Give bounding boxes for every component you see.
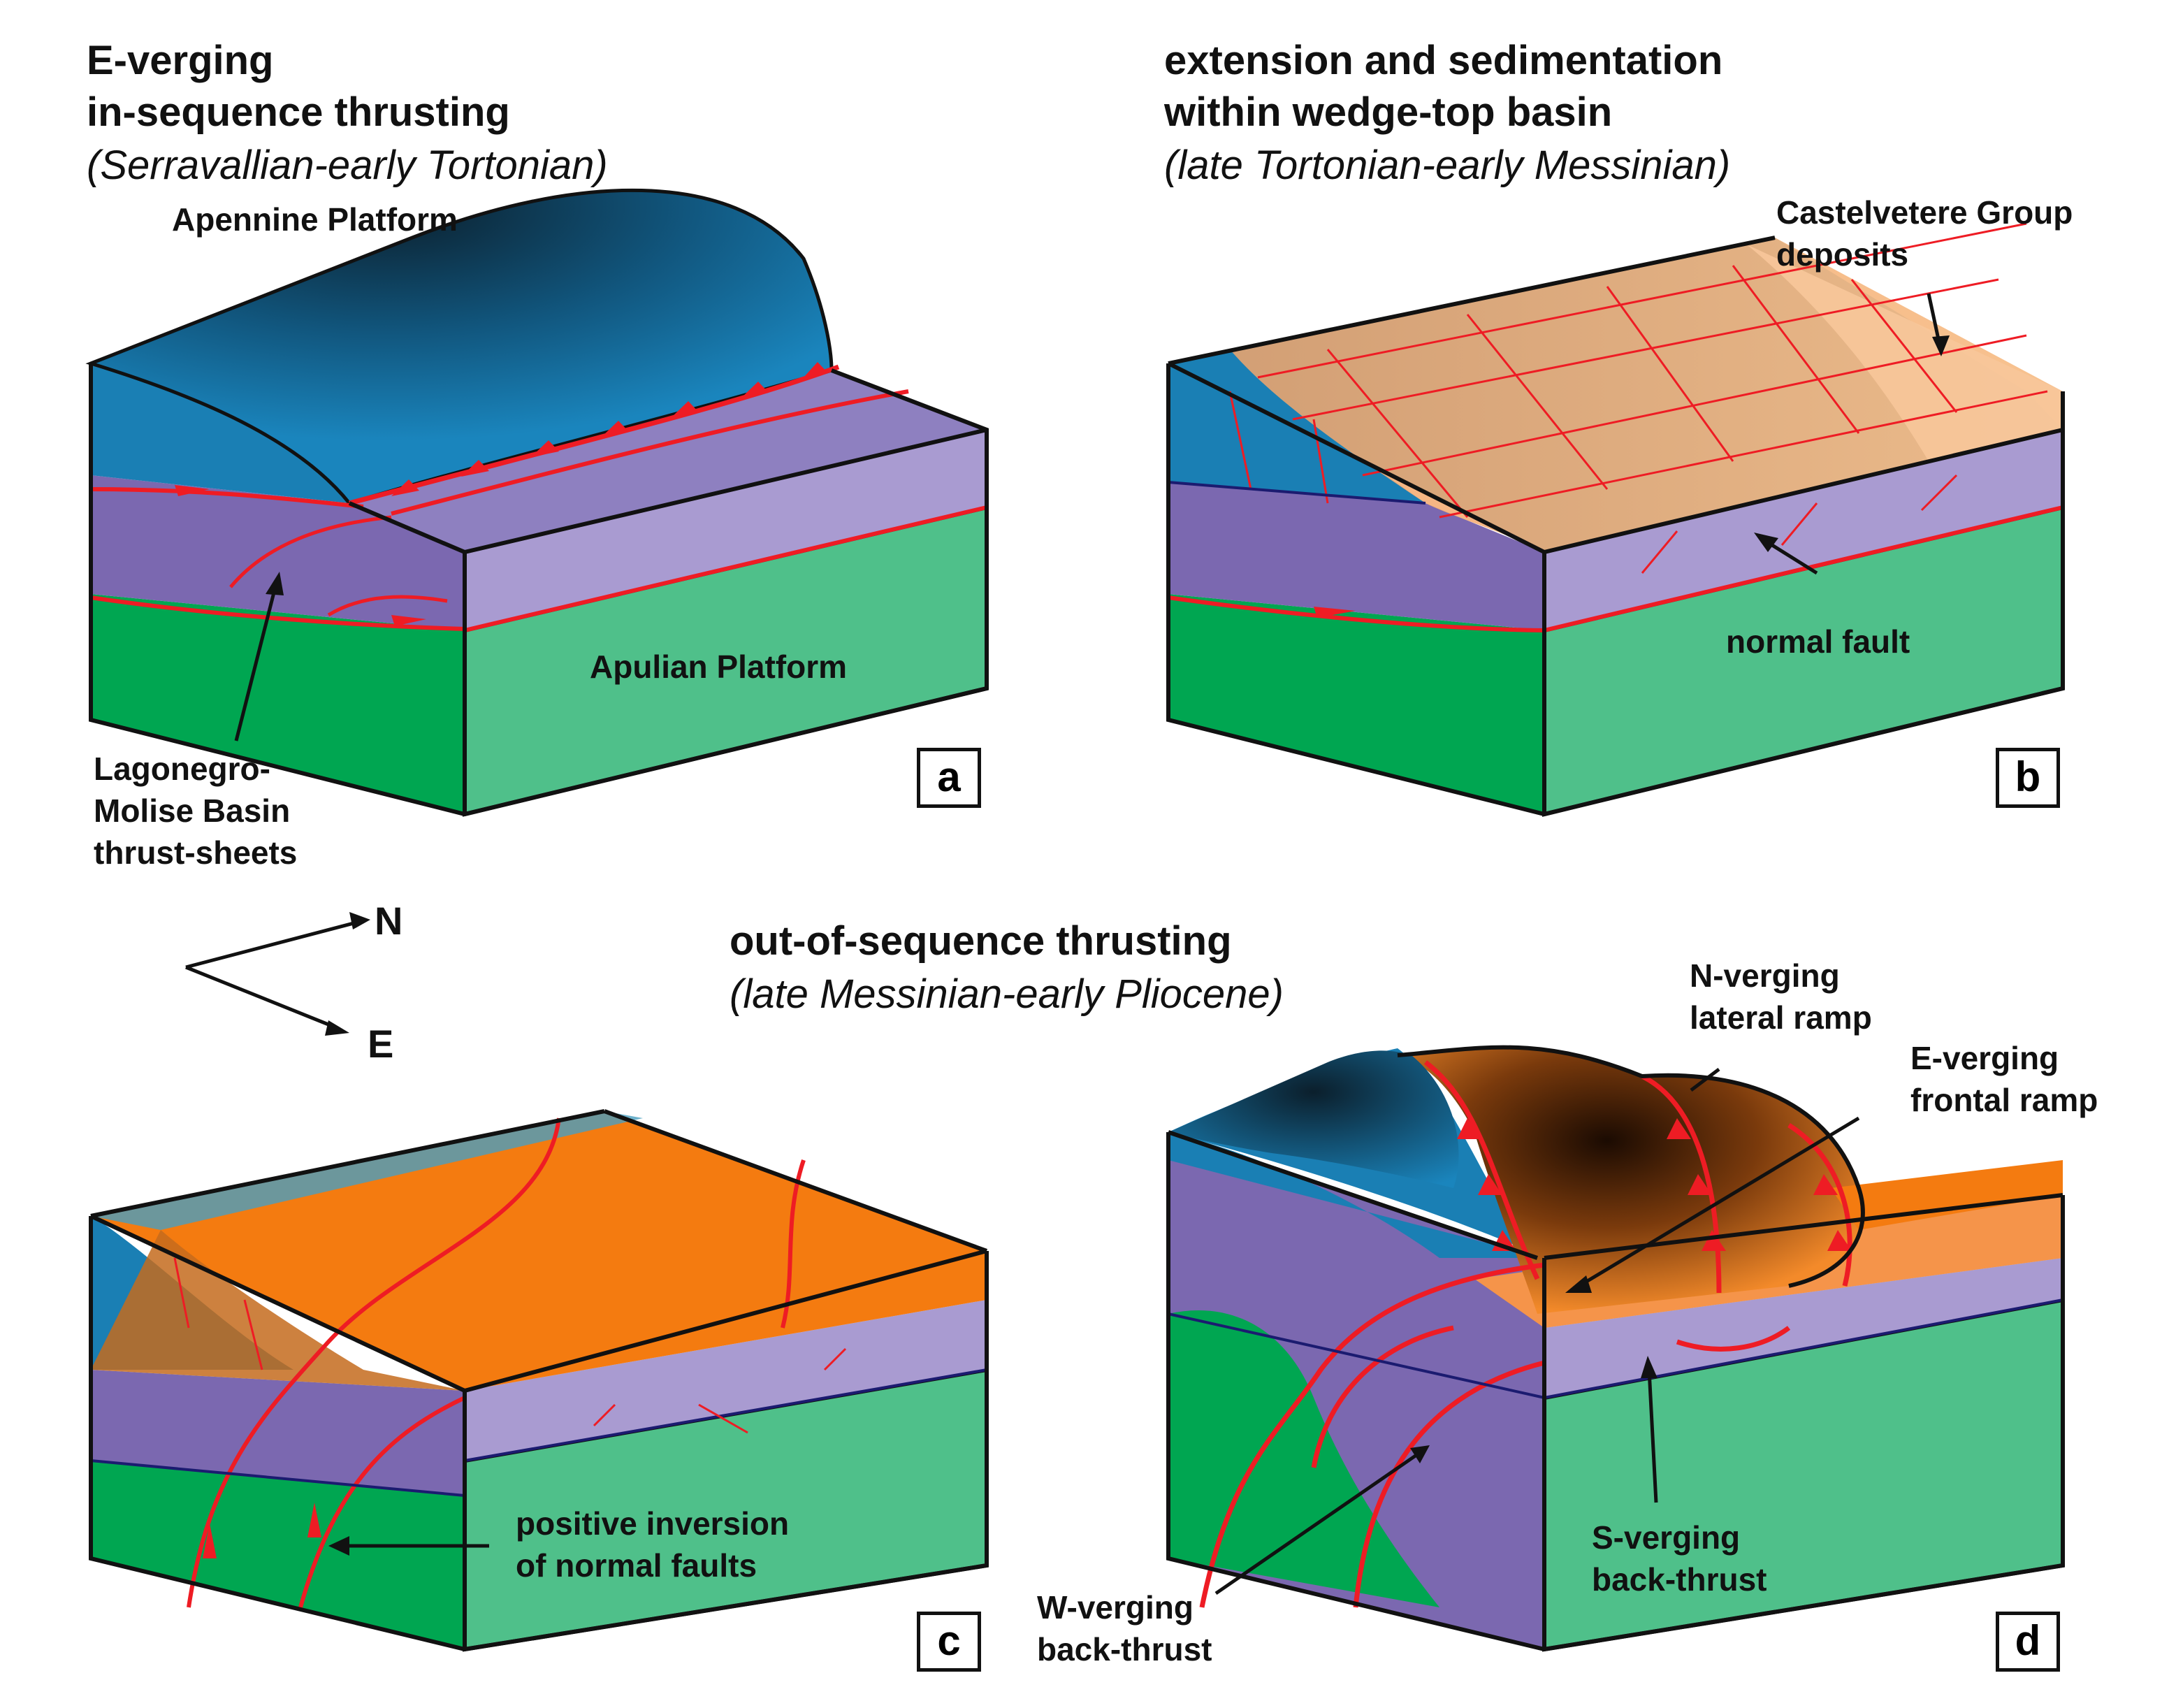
block-b-front-face-purple [1168, 482, 1544, 630]
block-a-slip-arrows [175, 485, 426, 626]
label-castelvetere-line2: deposits [1776, 236, 1909, 273]
label-frontal-ramp-line2: frontal ramp [1910, 1082, 2098, 1118]
block-a-front-face-blue [91, 363, 349, 503]
panels-cd-subtitle: (late Messinian-early Pliocene) [730, 971, 1284, 1017]
label-castelvetere-line1: Castelvetere Group [1776, 194, 2073, 231]
panel-letter-d: d [1996, 1612, 2060, 1672]
block-a-basal-thrust [90, 595, 465, 631]
block-a-thrust-2 [391, 389, 909, 516]
label-s-verging-line1: S-verging [1592, 1519, 1741, 1556]
block-a-thrust-teeth [391, 362, 828, 496]
block-b-normal-faults [1228, 222, 2048, 574]
block-b-front-face-green [1168, 594, 1544, 814]
label-inversion-line1: positive inversion [516, 1505, 790, 1542]
panel-letter-b: b [1996, 748, 2060, 808]
block-c [89, 1109, 989, 1652]
block-a [85, 188, 989, 817]
panel-b-title-line1: extension and sedimentation [1164, 38, 1723, 83]
label-w-verging-line1: W-verging [1037, 1589, 1194, 1626]
panel-a-title-line2: in-sequence thrusting [87, 89, 510, 135]
label-apulian-platform: Apulian Platform [590, 649, 848, 685]
block-d-thrust-traces [1199, 1060, 1852, 1608]
panel-b-subtitle: (late Tortonian-early Messinian) [1164, 143, 1731, 188]
block-a-front-face-green [91, 594, 465, 814]
compass-north-label: N [375, 899, 403, 943]
block-b-front-face-blue [1168, 363, 1426, 503]
panel-b-title-line2: within wedge-top basin [1164, 89, 1613, 135]
block-d-thrust-dome [1398, 1047, 1863, 1314]
label-lagonegro-line3: thrust-sheets [94, 834, 298, 871]
label-lateral-ramp-line1: N-verging [1690, 957, 1840, 994]
block-a-basal-thrust-right [464, 505, 987, 632]
label-lateral-ramp-line2: lateral ramp [1690, 999, 1872, 1036]
panels-cd-title: out-of-sequence thrusting [730, 918, 1232, 964]
label-apennine-platform: Apennine Platform [172, 201, 458, 238]
label-normal-fault: normal fault [1726, 623, 1910, 660]
lagonegro-leader-arrow [234, 581, 279, 741]
block-b [1166, 222, 2065, 817]
block-d [1166, 1045, 2065, 1652]
label-s-verging-line2: back-thrust [1592, 1561, 1767, 1598]
block-c-small-faults [173, 1257, 847, 1434]
compass-east-label: E [368, 1022, 394, 1066]
block-b-right-face-purple [1544, 430, 2063, 630]
panel-letter-a: a [917, 748, 981, 808]
block-a-top-purple [349, 370, 987, 552]
panel-letter-c: c [917, 1612, 981, 1672]
panel-a-subtitle: (Serravallian-early Tortonian) [87, 143, 608, 188]
label-lagonegro-line1: Lagonegro- [94, 751, 270, 787]
label-lagonegro-line2: Molise Basin [94, 793, 291, 829]
label-inversion-line2: of normal faults [516, 1547, 757, 1584]
block-a-right-face-purple [465, 430, 987, 630]
panel-a-title-line1: E-verging [87, 38, 274, 83]
compass [185, 912, 370, 1036]
label-frontal-ramp-line1: E-verging [1910, 1040, 2059, 1076]
label-w-verging-line2: back-thrust [1037, 1631, 1212, 1667]
block-a-thrust-front [349, 364, 840, 506]
block-a-thrust-front-face [90, 487, 364, 509]
